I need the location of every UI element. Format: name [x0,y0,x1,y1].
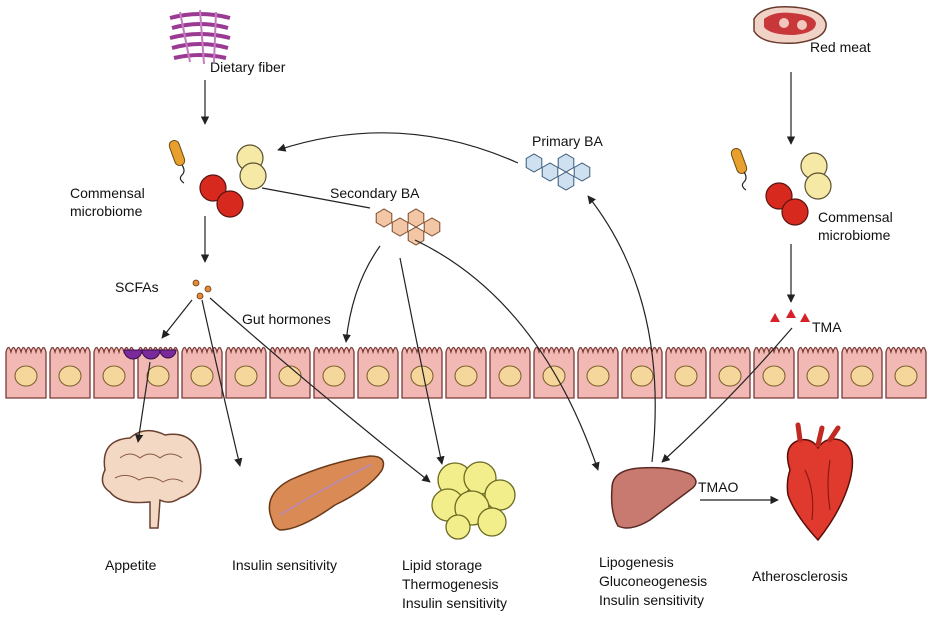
bacteria-icon-right [730,147,832,226]
liver-effect-3: Insulin sensitivity [599,592,705,608]
label-secondary-ba: Secondary BA [330,185,420,201]
receptor-icon [123,349,177,360]
arrows [134,72,796,505]
epithelial-cell [5,346,47,399]
label-commensal-left: Commensal microbiome [70,185,145,219]
cell-nucleus [498,365,522,387]
bacteria-icon-left [168,139,267,218]
epithelial-cell [49,346,91,399]
arrow-tma-to-liver [661,327,793,463]
cell-nucleus [454,365,478,387]
bile-acid-ring [525,153,543,173]
brain-icon [101,429,202,529]
arrow-primaryba-to-microbiome [277,132,519,164]
epithelial-cell [577,346,619,399]
label-dietary-fiber: Dietary fiber [210,59,286,75]
arrow-secondaryba-to-adipose [399,257,445,465]
label-tma: TMA [812,319,842,335]
cell-nucleus [718,365,742,387]
arrow-scfa-to-pancreas [201,299,243,467]
primary-ba-icon [525,153,591,191]
epithelial-cell [225,346,267,399]
label-insulin-sensitivity: Insulin sensitivity [232,557,338,573]
cell-nucleus [630,365,654,387]
adipose-effect-2: Thermogenesis [402,576,499,592]
secondary-ba-icon [375,208,441,246]
cell-nucleus [762,365,786,387]
epithelial-cell [445,346,487,399]
label-commensal-right: Commensal microbiome [818,209,893,243]
cell-nucleus [14,365,38,387]
label-tmao: TMAO [698,479,739,495]
heart-icon [786,422,854,542]
cell-nucleus [322,365,346,387]
liver-effect-1: Lipogenesis [599,554,674,570]
bile-acid-ring [541,162,559,182]
label-appetite: Appetite [105,557,157,573]
intestinal-epithelium [5,346,927,399]
cell-nucleus [146,365,170,387]
epithelial-cell [621,346,663,399]
scfa-icon [192,279,212,300]
adipose-effect-1: Lipid storage [402,557,483,573]
arrow-scfa-to-receptor [161,299,193,339]
arrow-microbiome-to-secondaryba [261,187,371,209]
bile-acid-ring [557,171,575,191]
pancreas-icon [268,455,385,531]
bile-acid-ring [407,226,425,246]
epithelial-cell [137,346,179,399]
cell-nucleus [586,365,610,387]
adipose-effect-3: Insulin sensitivity [402,595,508,611]
red-meat-icon [753,6,827,44]
epithelial-cell [885,346,927,399]
bile-acid-ring [407,208,425,228]
arrow-secondaryba-to-liver [414,239,600,471]
label-gut-hormones: Gut hormones [242,311,331,327]
epithelial-cell [489,346,531,399]
arrow-receptor-to-brain [134,361,151,443]
cell-nucleus [850,365,874,387]
epithelial-cell [401,346,443,399]
fiber-icon [169,9,231,65]
label-atherosclerosis: Atherosclerosis [752,568,848,584]
cell-nucleus [806,365,830,387]
liver-icon [610,466,697,529]
cell-nucleus [102,365,126,387]
epithelial-cell [181,346,223,399]
bile-acid-ring [557,153,575,173]
arrow-liver-to-primaryba [587,195,656,463]
epithelial-cell [753,346,795,399]
label-primary-ba: Primary BA [532,133,603,149]
epithelial-cell [665,346,707,399]
epithelial-cell [313,346,355,399]
epithelial-cell [841,346,883,399]
cell-nucleus [278,365,302,387]
label-red-meat: Red meat [810,39,871,55]
bile-acid-ring [391,217,409,237]
cell-nucleus [674,365,698,387]
epithelial-cell [357,346,399,399]
cell-nucleus [366,365,390,387]
label-scfas: SCFAs [115,279,159,295]
bile-acid-ring [375,208,393,228]
epithelial-cell [709,346,751,399]
tma-icon [770,309,810,322]
arrow-secondaryba-to-gut-hormones [342,245,381,343]
cell-nucleus [542,365,566,387]
arrow-scfa-to-adipose [209,297,431,483]
cell-nucleus [234,365,258,387]
bile-acid-ring [573,162,591,182]
adipose-icon [431,461,516,540]
cell-nucleus [58,365,82,387]
cell-nucleus [190,365,214,387]
bile-acid-ring [423,217,441,237]
liver-effect-2: Gluconeogenesis [599,573,708,589]
epithelial-cell [797,346,839,399]
cell-nucleus [894,365,918,387]
